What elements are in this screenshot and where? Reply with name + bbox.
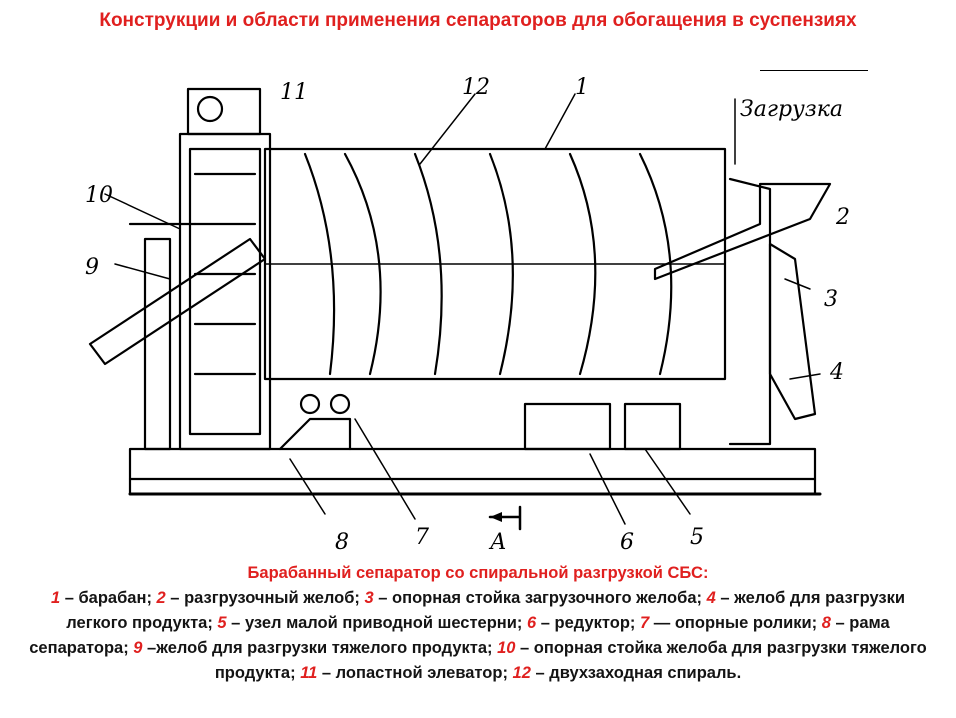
label-3: 3	[824, 287, 838, 312]
label-12: 12	[462, 75, 490, 100]
label-8: 8	[335, 530, 349, 555]
caption-item-9: 9 –желоб для разгрузки тяжелого продукта…	[133, 639, 498, 657]
label-1: 1	[575, 75, 589, 100]
label-10: 10	[85, 183, 113, 208]
title-rule	[760, 70, 868, 71]
drum-body	[263, 147, 727, 381]
label-5: 5	[690, 525, 704, 550]
base-frame	[128, 447, 817, 481]
label-2: 2	[835, 205, 850, 230]
caption-item-7: 7 — опорные ролики;	[640, 614, 822, 632]
label-4: 4	[829, 360, 844, 385]
caption-item-5: 5 – узел малой приводной шестерни;	[217, 614, 527, 632]
caption-item-1: 1 – барабан;	[50, 589, 157, 607]
caption-item-10: 10 – опорная стойка желоба для разгрузки…	[214, 639, 927, 682]
elevator-housing	[178, 132, 272, 451]
label-11: 11	[280, 80, 308, 105]
label-9: 9	[85, 255, 99, 280]
caption-item-8: 8 – рама сепаратора;	[29, 614, 890, 657]
elevator-head	[186, 87, 262, 136]
caption-item-4: 4 – желоб для разгрузки легкого продукта…	[66, 589, 906, 632]
heavy-product-chute	[88, 237, 267, 366]
label-6: 6	[620, 530, 634, 555]
loading-chute	[653, 182, 832, 281]
label-7: 7	[415, 525, 429, 550]
caption-item-12: 12 – двухзаходная спираль.	[512, 664, 742, 682]
gearbox	[523, 402, 612, 451]
slide-title: Конструкции и области применения сепарат…	[99, 10, 857, 31]
label-section-a: А	[488, 530, 507, 555]
label-loading: Загрузка	[740, 97, 843, 122]
figure-caption: Барабанный сепаратор со спиральной разгр…	[20, 561, 936, 686]
light-product-chute	[768, 242, 817, 421]
caption-heading: Барабанный сепаратор со спиральной разгр…	[247, 564, 709, 582]
separator-drawing: 1 2 3 4 5 6 7 8 9 10 11 12 Загрузка А	[85, 75, 850, 555]
caption-item-6: 6 – редуктор;	[527, 614, 640, 632]
caption-item-11: 11 – лопастной элеватор;	[300, 664, 513, 682]
caption-item-2: 2 – разгрузочный желоб;	[156, 589, 365, 607]
caption-item-3: 3 – опорная стойка загрузочного желоба;	[364, 589, 707, 607]
